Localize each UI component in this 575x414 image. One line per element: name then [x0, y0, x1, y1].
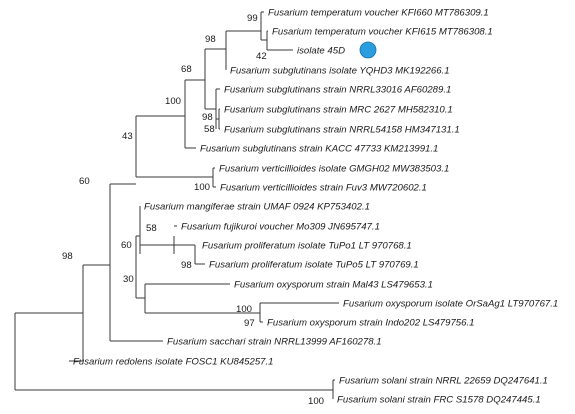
- taxon-accession: AF60289.1: [402, 85, 451, 96]
- taxon-label: Fusarium verticillioides isolate GMGH02 …: [219, 164, 449, 175]
- bootstrap-value: 98: [181, 260, 192, 271]
- taxon-name: Fusarium proliferatum isolate TuPo5: [209, 260, 364, 271]
- taxon-label: Fusarium fujikuroi voucher Mo309 JN69574…: [181, 222, 380, 233]
- taxon-name: Fusarium verticillioides isolate GMGH02: [219, 164, 390, 175]
- taxon-accession: LT 970768.1: [356, 241, 412, 252]
- taxon-label: Fusarium oxysporum strain Mal43 LS479653…: [234, 280, 433, 291]
- bootstrap-value: 99: [247, 13, 258, 24]
- taxon-name: Fusarium mangiferae strain UMAF 0924: [144, 202, 314, 213]
- bootstrap-value: 100: [194, 182, 210, 193]
- taxon-name: Fusarium subglutinans strain NRRL54158: [224, 125, 403, 136]
- bootstrap-value: 100: [236, 304, 252, 315]
- taxon-label: Fusarium subglutinans strain KACC 47733 …: [200, 144, 438, 155]
- taxon-label: Fusarium oxysporum isolate OrSaAg1 LT970…: [343, 299, 558, 310]
- query-isolate-marker: [359, 41, 377, 59]
- taxon-labels: Fusarium temperatum voucher KFI660 MT786…: [73, 8, 558, 406]
- taxon-label: isolate 45D: [297, 46, 345, 57]
- taxon-label: Fusarium redolens isolate FOSC1 KU845257…: [73, 357, 274, 368]
- taxon-label: Fusarium proliferatum isolate TuPo5 LT 9…: [209, 260, 419, 271]
- taxon-label: Fusarium verticillioides strain Fuv3 MW7…: [220, 183, 427, 194]
- taxon-label: Fusarium solani strain FRC S1578 DQ24744…: [337, 395, 541, 406]
- taxon-name: Fusarium subglutinans isolate YQHD3: [230, 66, 393, 77]
- taxon-accession: MW720602.1: [367, 183, 427, 194]
- taxon-label: Fusarium solani strain NRRL 22659 DQ2476…: [339, 376, 548, 387]
- taxon-name: Fusarium proliferatum isolate TuPo1: [202, 241, 356, 252]
- taxon-name: isolate 45D: [297, 46, 345, 57]
- taxon-name: Fusarium oxysporum isolate OrSaAg1: [343, 299, 505, 310]
- taxon-accession: KP753402.1: [314, 202, 369, 213]
- bootstrap-value: 100: [308, 396, 324, 407]
- bootstrap-value: 97: [244, 318, 255, 329]
- taxon-accession: LS479756.1: [420, 318, 474, 329]
- taxon-label: Fusarium subglutinans strain NRRL54158 H…: [224, 125, 460, 136]
- taxon-accession: LS479653.1: [379, 280, 433, 291]
- taxon-name: Fusarium subglutinans strain MRC 2627: [224, 105, 396, 116]
- taxon-accession: KU845257.1: [218, 357, 274, 368]
- taxon-name: Fusarium solani strain FRC S1578: [337, 395, 484, 406]
- taxon-accession: MW383503.1: [390, 164, 450, 175]
- taxon-name: Fusarium solani strain NRRL 22659: [339, 376, 491, 387]
- taxon-label: Fusarium oxysporum strain Indo202 LS4797…: [267, 318, 474, 329]
- taxon-name: Fusarium sacchari strain NRRL13999: [167, 337, 328, 348]
- taxon-accession: MT786308.1: [436, 27, 493, 38]
- bootstrap-value: 58: [204, 124, 215, 135]
- bootstrap-value: 98: [62, 251, 73, 262]
- taxon-accession: MH582310.1: [395, 105, 453, 116]
- bootstrap-value: 30: [123, 274, 134, 285]
- taxon-name: Fusarium subglutinans strain NRRL33016: [224, 85, 403, 96]
- bootstrap-value: 98: [205, 34, 216, 45]
- taxon-label: Fusarium temperatum voucher KFI615 MT786…: [272, 27, 493, 38]
- taxon-accession: MK192266.1: [392, 66, 449, 77]
- taxon-label: Fusarium subglutinans isolate YQHD3 MK19…: [230, 66, 450, 77]
- taxon-accession: DQ247641.1: [491, 376, 548, 387]
- taxon-accession: JN695747.1: [326, 222, 380, 233]
- taxon-name: Fusarium redolens isolate FOSC1: [73, 357, 218, 368]
- taxon-accession: KM213991.1: [381, 144, 438, 155]
- taxon-name: Fusarium oxysporum strain Indo202: [267, 318, 421, 329]
- bootstrap-value: 42: [256, 51, 267, 62]
- taxon-label: Fusarium subglutinans strain NRRL33016 A…: [224, 85, 451, 96]
- taxon-accession: DQ247445.1: [484, 395, 541, 406]
- taxon-label: Fusarium subglutinans strain MRC 2627 MH…: [224, 105, 453, 116]
- taxon-name: Fusarium subglutinans strain KACC 47733: [200, 144, 382, 155]
- taxon-name: Fusarium oxysporum strain Mal43: [234, 280, 379, 291]
- taxon-label: Fusarium proliferatum isolate TuPo1 LT 9…: [202, 241, 412, 252]
- taxon-accession: AF160278.1: [327, 337, 382, 348]
- taxon-accession: MT786309.1: [432, 8, 489, 19]
- taxon-accession: LT970767.1: [505, 299, 558, 310]
- bootstrap-value: 68: [181, 64, 192, 75]
- taxon-accession: LT 970769.1: [363, 260, 419, 271]
- taxon-accession: HM347131.1: [402, 125, 460, 136]
- bootstrap-value: 43: [122, 131, 133, 142]
- taxon-label: Fusarium sacchari strain NRRL13999 AF160…: [167, 337, 382, 348]
- bootstrap-value: 100: [165, 96, 181, 107]
- taxon-name: Fusarium fujikuroi voucher Mo309: [181, 222, 326, 233]
- taxon-label: Fusarium temperatum voucher KFI660 MT786…: [268, 8, 489, 19]
- bootstrap-value: 98: [202, 112, 213, 123]
- taxon-name: Fusarium temperatum voucher KFI660: [268, 8, 433, 19]
- taxon-name: Fusarium temperatum voucher KFI615: [272, 27, 437, 38]
- taxon-name: Fusarium verticillioides strain Fuv3: [220, 183, 368, 194]
- bootstrap-value: 60: [79, 176, 90, 187]
- bootstrap-value: 58: [146, 223, 157, 234]
- taxon-label: Fusarium mangiferae strain UMAF 0924 KP7…: [144, 202, 370, 213]
- bootstrap-value: 60: [121, 240, 132, 251]
- tree-branches: [14, 11, 339, 399]
